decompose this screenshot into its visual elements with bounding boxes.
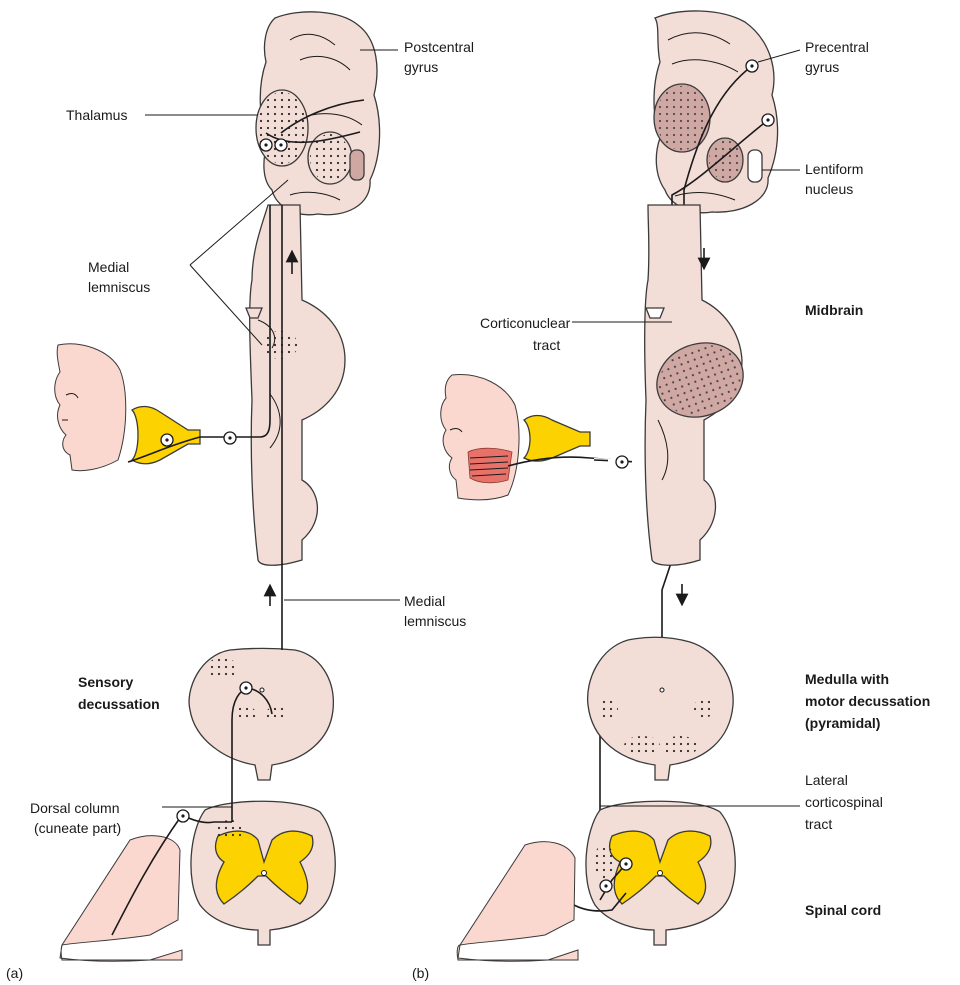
panel-b-label: (b): [412, 965, 429, 981]
panel-b: Precentral gyrus Lentiform nucleus Midbr…: [412, 11, 934, 981]
midbrain-b: [645, 205, 754, 565]
sensory-decussation-label: Sensory decussation: [78, 674, 160, 712]
cerebral-section-a: [256, 12, 380, 215]
medulla-a: [189, 649, 333, 781]
corticonuclear-tract-label: Corticonuclear tract: [480, 315, 574, 353]
postcentral-gyrus-label: Postcentral gyrus: [404, 39, 478, 75]
lateral-corticospinal-tract-label: Lateral corticospinal tract: [805, 772, 887, 832]
cerebral-section-b: [654, 11, 778, 213]
spinal-cord-b: [586, 801, 735, 945]
face-b: [441, 375, 640, 500]
panel-a: Postcentral gyrus Thalamus Medial lemnis…: [6, 12, 478, 981]
medulla-b: [588, 637, 734, 780]
dorsal-column-label: Dorsal column (cuneate part): [30, 800, 123, 836]
lentiform-nucleus-label: Lentiform nucleus: [805, 161, 867, 197]
thalamus-label: Thalamus: [66, 107, 127, 123]
medial-lemniscus-lower-label: Medial lemniscus: [404, 593, 466, 629]
medial-lemniscus-upper-label: Medial lemniscus: [88, 259, 150, 295]
medulla-label: Medulla with motor decussation (pyramida…: [805, 671, 934, 731]
midbrain-label: Midbrain: [805, 302, 863, 318]
arm-a: [60, 815, 182, 961]
precentral-gyrus-label: Precentral gyrus: [805, 39, 873, 75]
brainstem-a: [246, 205, 345, 565]
panel-a-label: (a): [6, 965, 23, 981]
spinal-cord-label: Spinal cord: [805, 902, 881, 918]
arm-b: [457, 842, 578, 962]
